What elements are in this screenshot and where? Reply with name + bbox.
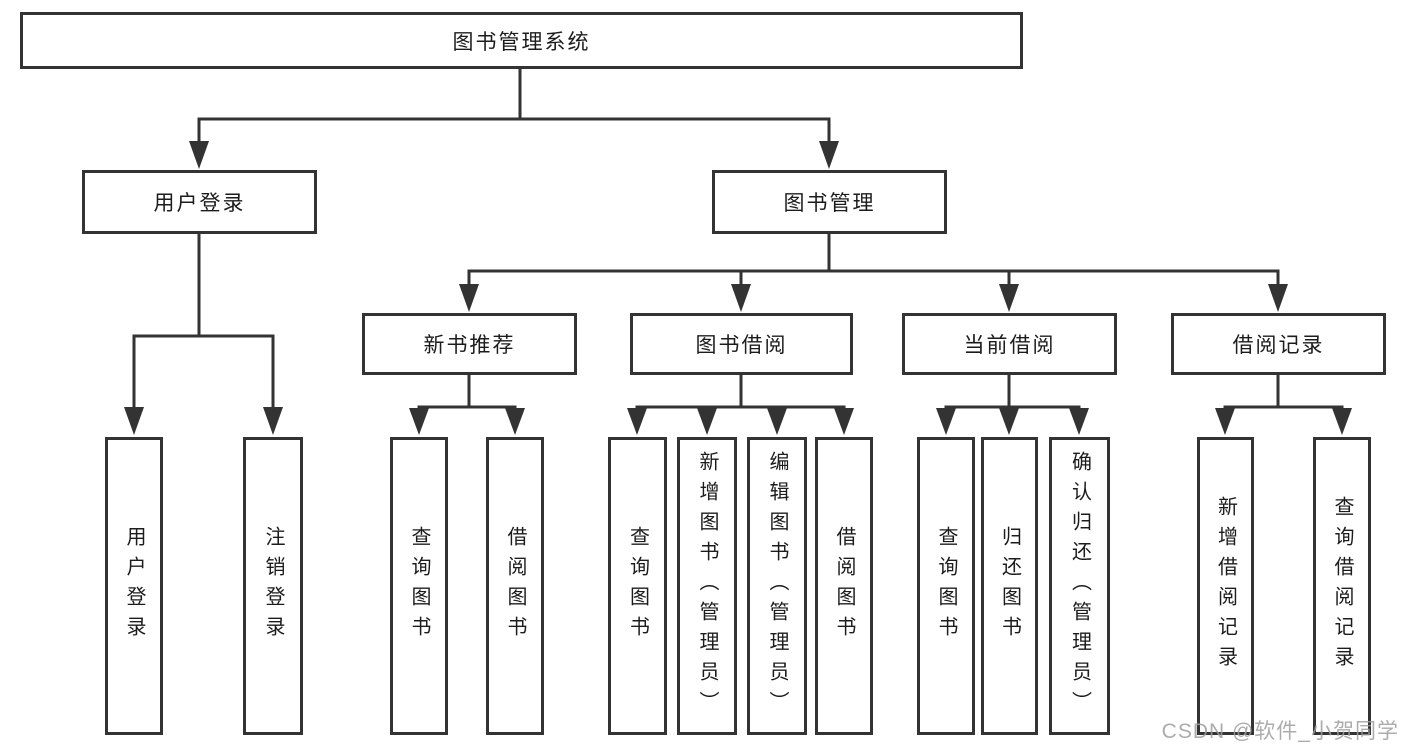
node-borrowing-records-label: 借阅记录 bbox=[1232, 334, 1325, 357]
node-edit-books-admin: 编辑图书（管理员） bbox=[747, 437, 807, 735]
connector-userlogin-to-children bbox=[124, 234, 283, 435]
node-book-management: 图书管理 bbox=[712, 170, 947, 234]
node-user-login-label: 用户登录 bbox=[153, 192, 246, 215]
node-library-system-label: 图书管理系统 bbox=[452, 30, 591, 54]
connector-currentborrow-to-children bbox=[936, 375, 1089, 435]
node-add-borrow-record-label: 新增借阅记录 bbox=[1214, 496, 1237, 676]
node-rec-borrow-books-label: 借阅图书 bbox=[504, 526, 526, 646]
node-borrow-borrow-books-label: 借阅图书 bbox=[833, 526, 855, 646]
node-query-borrow-record-label: 查询借阅记录 bbox=[1331, 496, 1353, 676]
node-current-query-books-label: 查询图书 bbox=[935, 526, 957, 646]
node-current-borrowing: 当前借阅 bbox=[902, 313, 1117, 375]
node-confirm-return-admin-label: 确认归还（管理员） bbox=[1068, 451, 1091, 721]
node-book-management-label: 图书管理 bbox=[783, 192, 876, 215]
node-add-borrow-record: 新增借阅记录 bbox=[1197, 437, 1254, 735]
node-user-login: 用户登录 bbox=[82, 170, 317, 234]
connector-root-to-level1 bbox=[189, 69, 839, 169]
node-rec-borrow-books: 借阅图书 bbox=[486, 437, 544, 735]
node-book-borrowing-label: 图书借阅 bbox=[695, 334, 788, 357]
node-rec-query-books: 查询图书 bbox=[390, 437, 448, 735]
node-rec-query-books-label: 查询图书 bbox=[408, 526, 430, 646]
node-add-books-admin-label: 新增图书（管理员） bbox=[696, 451, 718, 721]
node-return-books: 归还图书 bbox=[981, 437, 1038, 735]
node-new-book-recommendation-label: 新书推荐 bbox=[423, 334, 516, 357]
node-user-login-action: 用户登录 bbox=[105, 437, 163, 735]
node-current-borrowing-label: 当前借阅 bbox=[963, 334, 1056, 357]
node-borrow-borrow-books: 借阅图书 bbox=[815, 437, 873, 735]
node-add-books-admin: 新增图书（管理员） bbox=[677, 437, 737, 735]
node-return-books-label: 归还图书 bbox=[998, 526, 1021, 646]
node-borrowing-records: 借阅记录 bbox=[1171, 313, 1386, 375]
connector-newbookrec-to-children bbox=[409, 375, 525, 435]
node-query-borrow-record: 查询借阅记录 bbox=[1313, 437, 1371, 735]
node-new-book-recommendation: 新书推荐 bbox=[362, 313, 577, 375]
node-current-query-books: 查询图书 bbox=[917, 437, 975, 735]
connector-bookmgmt-to-level2 bbox=[459, 234, 1288, 312]
node-book-borrowing: 图书借阅 bbox=[630, 313, 853, 375]
node-edit-books-admin-label: 编辑图书（管理员） bbox=[766, 451, 788, 721]
node-logout-action-label: 注销登录 bbox=[262, 526, 284, 646]
node-user-login-action-label: 用户登录 bbox=[123, 526, 145, 646]
node-logout-action: 注销登录 bbox=[243, 437, 303, 735]
node-library-system: 图书管理系统 bbox=[20, 12, 1023, 69]
node-borrow-query-books-label: 查询图书 bbox=[626, 526, 649, 646]
node-confirm-return-admin: 确认归还（管理员） bbox=[1049, 437, 1110, 735]
node-borrow-query-books: 查询图书 bbox=[608, 437, 667, 735]
connector-bookborrow-to-children bbox=[627, 375, 854, 435]
connector-borrowrecords-to-children bbox=[1215, 375, 1352, 435]
csdn-watermark: CSDN @软件_小贺同学 bbox=[1161, 720, 1399, 743]
